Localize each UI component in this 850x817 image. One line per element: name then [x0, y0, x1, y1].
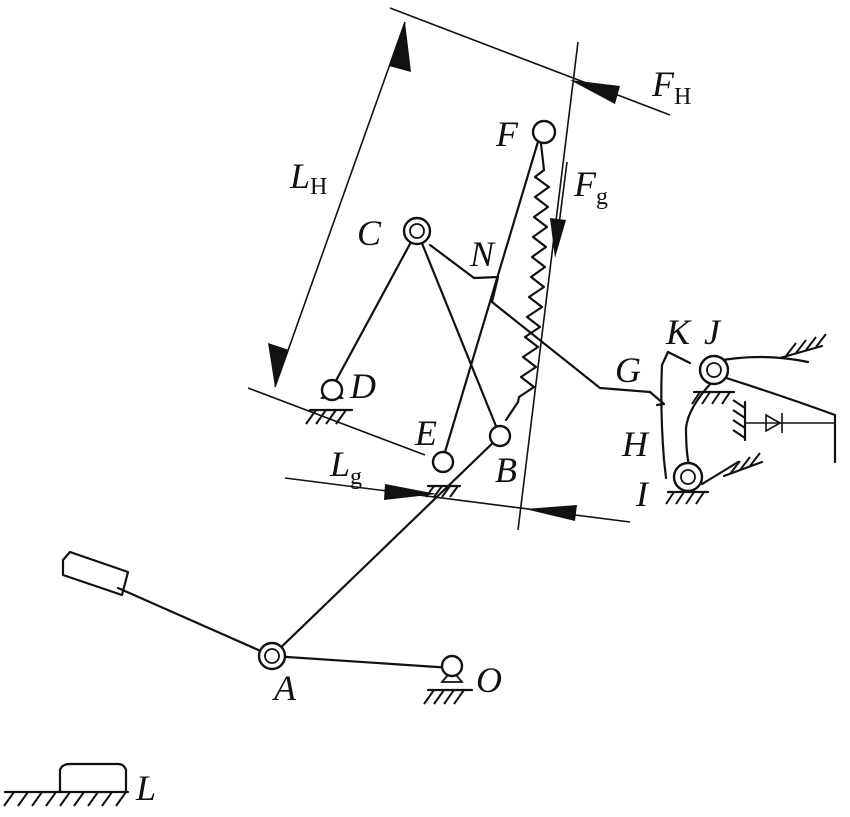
label-fg-main: F	[573, 164, 597, 204]
ground-i-hatch	[665, 491, 705, 505]
lh-bottom-reference-line	[247, 387, 426, 456]
j-to-i-lever	[684, 380, 714, 472]
label-fg-sub: g	[596, 184, 608, 210]
joint-i-inner	[680, 469, 696, 485]
lh-arrowhead-bottom	[268, 343, 289, 387]
label-fh-main: F	[651, 64, 675, 104]
joint-b	[488, 424, 512, 448]
joint-j-inner	[706, 362, 722, 378]
bracket-k-h	[660, 350, 670, 480]
label-lh-main: L	[289, 156, 310, 196]
label-i: I	[635, 474, 650, 514]
label-g: G	[615, 350, 641, 390]
lh-dimension-line	[274, 21, 406, 388]
label-fg: Fg	[573, 164, 608, 210]
spring-axis-line	[517, 41, 579, 531]
lg-arrowhead-right	[525, 505, 577, 521]
ground-j-hatch	[691, 391, 731, 405]
label-h: H	[621, 424, 650, 464]
link-cd	[330, 229, 419, 390]
link-cng	[428, 243, 652, 394]
fh-arrowhead	[570, 80, 620, 104]
joint-o	[440, 654, 464, 678]
label-lg: Lg	[329, 444, 362, 490]
lh-arrowhead-top	[389, 22, 411, 72]
link-ba	[270, 434, 502, 658]
label-fh: FH	[651, 64, 691, 110]
joint-e	[431, 450, 455, 474]
label-lg-main: L	[329, 444, 350, 484]
lg-arrowhead-left	[384, 484, 437, 500]
lg-reference-line	[284, 477, 631, 523]
spring-coil	[516, 168, 551, 404]
label-l: L	[135, 768, 156, 808]
ground-lower-right-hatch	[729, 452, 761, 475]
label-f: F	[495, 114, 519, 154]
label-lh-sub: H	[310, 174, 327, 200]
j-right-frame	[718, 374, 837, 464]
g-tip	[648, 390, 666, 407]
label-d: D	[349, 366, 376, 406]
label-k: K	[665, 312, 692, 352]
joint-c-inner	[409, 223, 425, 239]
joint-f	[531, 119, 557, 145]
i-arm	[700, 460, 740, 486]
link-cb	[415, 229, 502, 438]
ground-e-hatch	[425, 485, 459, 498]
label-a: A	[272, 668, 297, 708]
pedal-arm	[116, 586, 274, 658]
label-lh: LH	[289, 156, 327, 200]
label-fh-sub: H	[674, 84, 691, 110]
link-ao	[270, 654, 454, 670]
fg-arrowhead	[550, 218, 566, 258]
label-n: N	[469, 234, 496, 274]
lh-top-reference-line	[389, 7, 671, 116]
joint-d	[320, 378, 344, 402]
diode-symbol	[765, 413, 782, 433]
ground-l-hatch	[3, 791, 127, 807]
joint-a-inner	[264, 648, 280, 664]
legend-l-block	[58, 762, 128, 794]
label-o: O	[476, 660, 502, 700]
ground-d-hatch	[305, 409, 347, 425]
ground-upper-right-hatch	[785, 333, 827, 357]
ground-lower-right	[722, 460, 764, 478]
label-e: E	[414, 413, 437, 453]
k-arm	[666, 350, 692, 365]
link-fe	[440, 133, 542, 464]
label-c: C	[357, 213, 382, 253]
label-lg-sub: g	[350, 464, 362, 490]
ground-mid-right-hatch	[732, 399, 746, 439]
spring-bottom-lead	[504, 400, 520, 422]
ground-o-hatch	[423, 689, 465, 705]
label-j: J	[704, 312, 722, 352]
label-b: B	[495, 450, 517, 490]
pedal-pad	[61, 550, 130, 597]
